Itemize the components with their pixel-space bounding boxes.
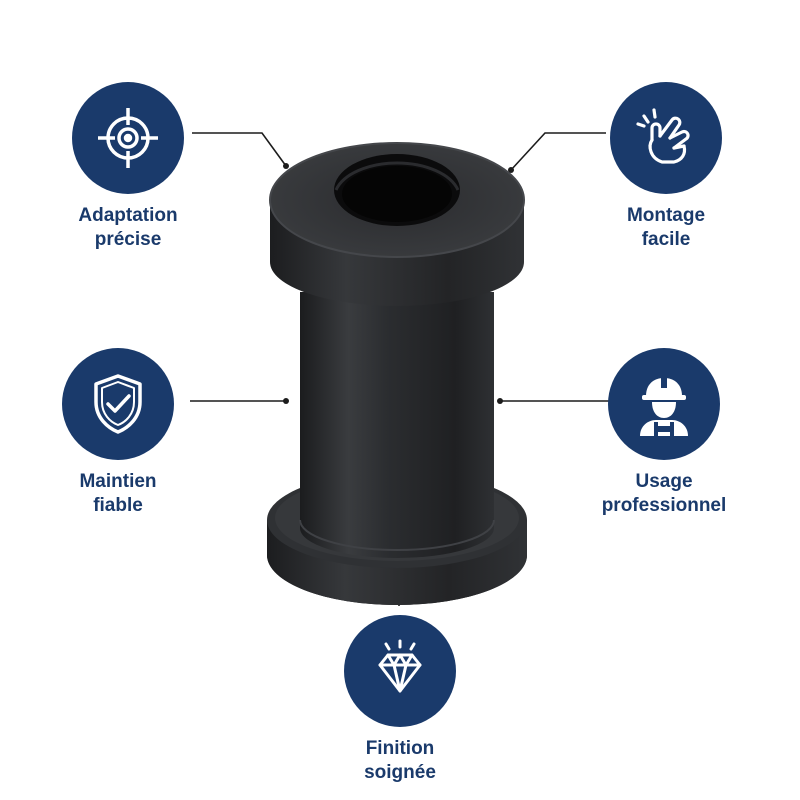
crosshair-target-icon bbox=[98, 108, 158, 168]
feature-label: Maintien fiable bbox=[79, 471, 157, 516]
feature-adaptation: Adaptation précise bbox=[38, 82, 218, 252]
feature-badge bbox=[610, 82, 722, 194]
feature-label: Montage facile bbox=[626, 205, 706, 250]
feature-badge bbox=[62, 348, 174, 460]
diamond-icon bbox=[378, 639, 422, 693]
shield-check-icon bbox=[94, 374, 142, 434]
feature-maintien: Maintien fiable bbox=[28, 348, 208, 518]
worker-helmet-icon bbox=[640, 376, 688, 436]
feature-badge bbox=[72, 82, 184, 194]
hand-snap-icon bbox=[636, 108, 690, 164]
feature-finition: Finition soignée bbox=[310, 615, 490, 785]
feature-badge bbox=[344, 615, 456, 727]
feature-label: Adaptation précise bbox=[78, 205, 178, 250]
feature-label: Usage professionnel bbox=[601, 471, 727, 516]
feature-label: Finition soignée bbox=[364, 738, 436, 783]
feature-badge bbox=[608, 348, 720, 460]
feature-usage: Usage professionnel bbox=[574, 348, 754, 518]
feature-montage: Montage facile bbox=[576, 82, 756, 252]
